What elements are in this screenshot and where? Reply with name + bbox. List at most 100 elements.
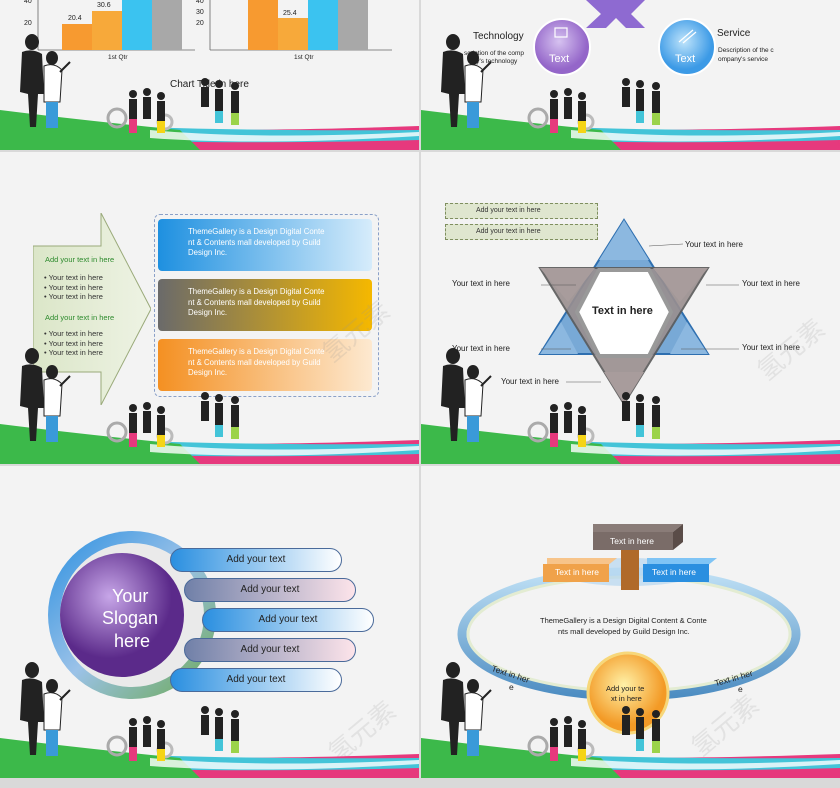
people-illustration — [435, 346, 495, 446]
data-label: 25.4 — [283, 10, 297, 17]
text-pill[interactable]: Add your text — [202, 608, 374, 632]
box-text: ThemeGallery is a Design Digital Conte — [188, 227, 325, 236]
technology-desc: scription of the comp — [464, 50, 524, 57]
box-text: ThemeGallery is a Design Digital Conte — [188, 287, 325, 296]
list-item: Your text in here — [44, 348, 103, 358]
bar-4 — [152, 0, 182, 50]
bar-8 — [338, 0, 368, 50]
ring-diagram — [457, 524, 801, 735]
people-illustration — [14, 32, 74, 132]
axis-tick: 20 — [196, 20, 204, 27]
box-text: Design Inc. — [188, 248, 228, 257]
star-diagram — [538, 218, 739, 406]
service-title: Service — [717, 28, 751, 39]
box-text: nt & Contents mall developed by Guild — [188, 357, 321, 367]
service-desc: ompany's service — [718, 56, 769, 63]
circle-text: xt in here — [611, 694, 642, 703]
gradient-box[interactable]: ThemeGallery is a Design Digital Conte n… — [158, 339, 372, 391]
list-heading: Add your text in here — [45, 255, 115, 264]
slide-star[interactable]: Add your text in here Add your text in h… — [421, 152, 840, 464]
bar-chart — [37, 0, 392, 51]
crowd-illustration — [526, 388, 676, 450]
crowd-illustration — [105, 74, 255, 136]
left-box-text: Text in here — [555, 567, 599, 577]
category-label: 1st Qtr — [294, 54, 314, 61]
description: nts mall developed by Guild Design Inc. — [558, 627, 690, 636]
bar-7 — [308, 0, 338, 50]
bar-3 — [122, 0, 152, 50]
text-pill[interactable]: Add your text — [170, 668, 342, 692]
slide-circles[interactable]: Technology scription of the comp any's t… — [421, 0, 840, 150]
slogan-circle — [60, 553, 184, 677]
star-label: Your text in here — [742, 279, 800, 288]
tag-text: Add your text in here — [476, 207, 541, 214]
service-desc: Description of the c — [718, 47, 774, 54]
bullet-list: Your text in here Your text in here Your… — [44, 329, 103, 358]
star-label: Your text in here — [452, 344, 510, 353]
right-box-text: Text in here — [652, 567, 696, 577]
people-illustration — [435, 660, 495, 760]
gradient-box[interactable]: ThemeGallery is a Design Digital Conte n… — [158, 219, 372, 271]
category-label: 1st Qtr — [108, 54, 128, 61]
star-label: Your text in here — [452, 279, 510, 288]
circle-text: Add your te — [606, 684, 645, 693]
box-text: nt & Contents mall developed by Guild — [188, 297, 321, 307]
text-pill[interactable]: Add your text — [170, 548, 342, 572]
tag-box[interactable]: Add your text in here — [445, 224, 598, 240]
tag-box[interactable]: Add your text in here — [445, 203, 598, 219]
star-label: Your text in here — [742, 343, 800, 352]
list-item: Your text in here — [44, 339, 103, 349]
data-label: 30.6 — [97, 2, 111, 9]
crowd-illustration — [105, 388, 255, 450]
top-box — [593, 532, 673, 550]
text-pill[interactable]: Add your text — [184, 578, 356, 602]
box-text: Design Inc. — [188, 368, 228, 377]
box-text: nt & Contents mall developed by Guild — [188, 237, 321, 247]
computer-icon — [554, 27, 568, 38]
ring-text: e — [509, 682, 514, 692]
list-heading: Add your text in here — [45, 313, 115, 322]
bar-5 — [248, 0, 278, 50]
top-box-text: Text in here — [610, 536, 654, 546]
slogan-text: here — [114, 631, 151, 651]
crowd-illustration — [105, 702, 255, 764]
gradient-box[interactable]: ThemeGallery is a Design Digital Conte n… — [158, 279, 372, 331]
list-item: Your text in here — [44, 273, 103, 283]
gradient-boxes-frame — [154, 214, 379, 397]
list-item: Your text in here — [44, 283, 103, 293]
right-box — [643, 564, 709, 582]
slogan-diagram — [48, 531, 216, 699]
bullet-list: Your text in here Your text in here Your… — [44, 273, 103, 302]
service-circle-text: Text — [675, 53, 696, 65]
people-illustration — [14, 346, 74, 446]
text-pill[interactable]: Add your text — [184, 638, 356, 662]
arrows-shape — [586, 0, 645, 28]
technology-desc: any's technology — [469, 58, 518, 65]
slogan-text: Slogan — [102, 608, 159, 628]
chart-title: Chart Title in here — [170, 79, 249, 90]
list-item: Your text in here — [44, 329, 103, 339]
technology-title: Technology — [473, 31, 524, 42]
people-illustration — [14, 660, 74, 760]
slide-arrow-list[interactable]: Add your text in here Your text in here … — [0, 152, 419, 464]
center-hexagon — [574, 268, 674, 358]
technology-circle — [533, 18, 591, 76]
slide-chart[interactable]: 40 20 20.4 30.6 1st Qtr 40 30 20 25.4 1s… — [0, 0, 419, 150]
data-label: 20.4 — [68, 15, 82, 22]
ring-text: e — [738, 684, 743, 694]
crowd-illustration — [526, 702, 676, 764]
bar-1 — [62, 24, 92, 50]
circles-diagram — [533, 0, 716, 76]
box-text: Design Inc. — [188, 308, 228, 317]
description: ThemeGallery is a Design Digital Content… — [540, 616, 707, 625]
crowd-illustration — [526, 74, 676, 136]
slide-ring[interactable]: Text in here Text in here Text in here T… — [421, 466, 840, 778]
axis-tick: 40 — [196, 0, 204, 5]
slogan-text: Your — [112, 586, 149, 606]
slide-slogan[interactable]: Your Slogan here Add your text Add your … — [0, 466, 419, 778]
list-item: Your text in here — [44, 292, 103, 302]
center-text: Text in here — [592, 305, 653, 317]
left-box — [543, 564, 609, 582]
bar-2 — [92, 11, 122, 50]
axis-tick: 30 — [196, 9, 204, 16]
